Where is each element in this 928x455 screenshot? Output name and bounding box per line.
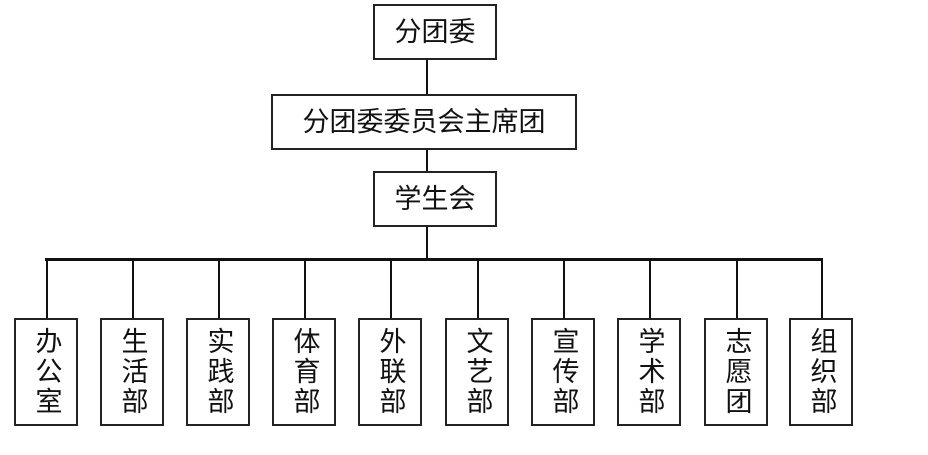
connector-dept-1 — [46, 259, 48, 319]
presidium-label: 分团委委员会主席团 — [302, 106, 546, 138]
connector-presidium-to-union — [426, 149, 428, 171]
student-union-box: 学生会 — [373, 171, 497, 227]
connector-dept-7 — [563, 259, 565, 319]
department-box-7: 宣传部 — [531, 318, 595, 426]
department-box-5: 外联部 — [358, 318, 422, 426]
department-box-4: 体育部 — [272, 318, 336, 426]
connector-dept-3 — [218, 259, 220, 319]
department-label-10: 组织部 — [805, 327, 837, 417]
department-box-9: 志愿团 — [704, 318, 768, 426]
student-union-label: 学生会 — [394, 183, 476, 215]
department-box-10: 组织部 — [789, 318, 853, 426]
department-box-3: 实践部 — [186, 318, 250, 426]
connector-dept-4 — [304, 259, 306, 319]
department-box-1: 办公室 — [14, 318, 78, 426]
department-box-6: 文艺部 — [445, 318, 509, 426]
department-label-4: 体育部 — [288, 327, 320, 417]
connector-dept-5 — [390, 259, 392, 319]
branch-youth-league-label: 分团委 — [394, 16, 476, 48]
department-label-7: 宣传部 — [547, 327, 579, 417]
connector-dept-6 — [477, 259, 479, 319]
connector-dept-2 — [132, 259, 134, 319]
department-label-8: 学术部 — [633, 327, 665, 417]
department-label-2: 生活部 — [116, 327, 148, 417]
connector-dept-10 — [821, 259, 823, 319]
connector-union-to-bus — [426, 226, 428, 260]
department-label-5: 外联部 — [374, 327, 406, 417]
department-label-3: 实践部 — [202, 327, 234, 417]
connector-dept-9 — [736, 259, 738, 319]
department-box-8: 学术部 — [617, 318, 681, 426]
department-label-6: 文艺部 — [461, 327, 493, 417]
department-label-9: 志愿团 — [720, 327, 752, 417]
department-label-1: 办公室 — [30, 327, 62, 417]
connector-dept-8 — [649, 259, 651, 319]
department-bus-line — [45, 258, 823, 261]
branch-youth-league-box: 分团委 — [373, 4, 497, 60]
presidium-box: 分团委委员会主席团 — [271, 94, 577, 150]
connector-top-to-presidium — [426, 58, 428, 94]
department-box-2: 生活部 — [100, 318, 164, 426]
